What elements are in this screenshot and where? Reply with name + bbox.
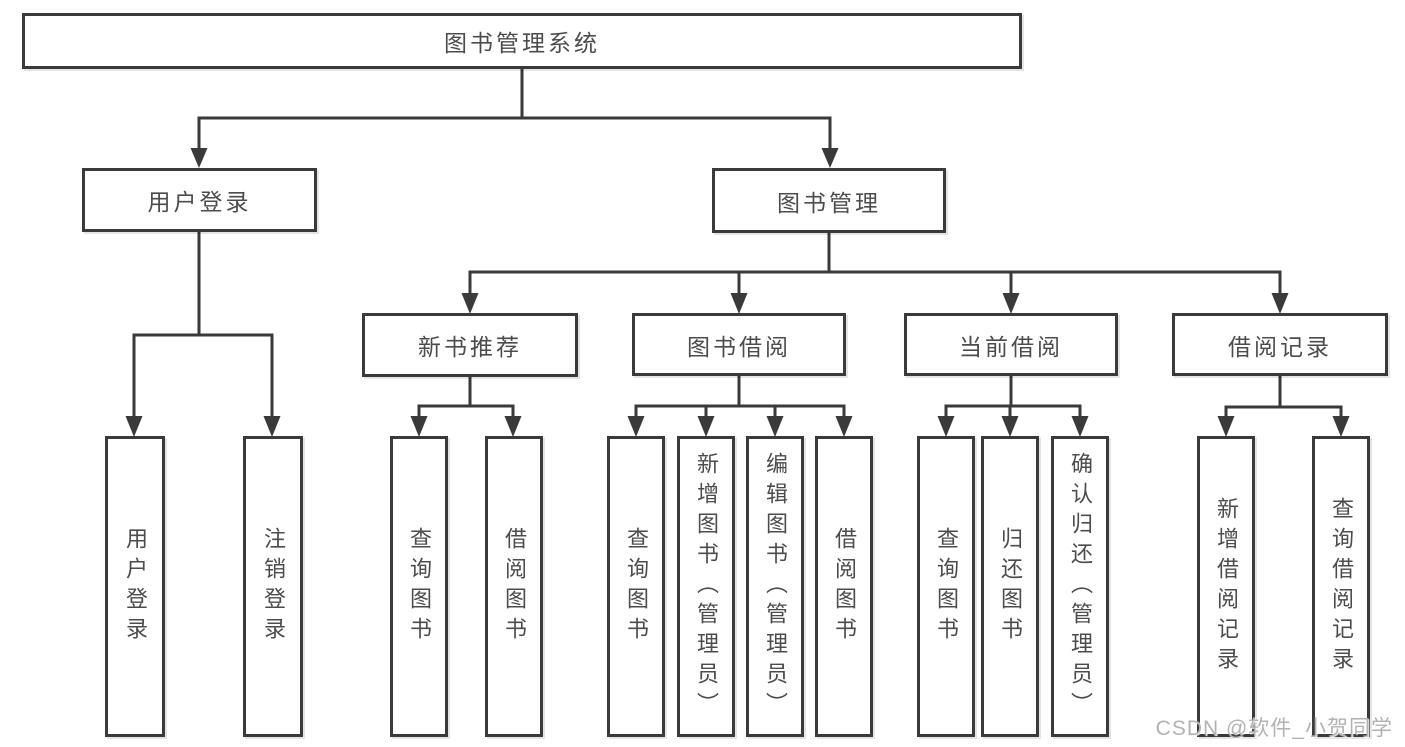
leaf-add-borrow-record: 新增借阅记录 [1197, 436, 1255, 737]
leaf-add-books-admin: 新增图书（管理员） [677, 436, 735, 737]
leaf-edit-books-admin: 编辑图书（管理员） [746, 436, 804, 737]
leaf-user-login: 用户登录 [105, 436, 165, 737]
node-borrowing-records: 借阅记录 [1172, 313, 1388, 376]
node-current-borrowing: 当前借阅 [904, 313, 1118, 376]
leaf-return-books: 归还图书 [981, 436, 1039, 737]
node-new-book-recommend: 新书推荐 [362, 313, 578, 377]
leaf-query-borrow-record: 查询借阅记录 [1312, 436, 1370, 737]
watermark-text: CSDN @软件_小贺同学 [1155, 717, 1393, 740]
node-library-system: 图书管理系统 [22, 13, 1022, 69]
node-book-borrowing: 图书借阅 [632, 313, 846, 376]
leaf-borrow-books-recommend: 借阅图书 [485, 436, 543, 737]
leaf-query-books-current: 查询图书 [917, 436, 975, 737]
node-user-login: 用户登录 [82, 168, 317, 232]
leaf-logout: 注销登录 [243, 436, 303, 737]
leaf-borrow-books-borrowing: 借阅图书 [815, 436, 873, 737]
leaf-query-books-borrowing: 查询图书 [607, 436, 665, 737]
leaf-query-books-recommend: 查询图书 [390, 436, 448, 737]
leaf-confirm-return-admin: 确认归还（管理员） [1051, 436, 1109, 737]
node-book-management: 图书管理 [712, 168, 946, 233]
